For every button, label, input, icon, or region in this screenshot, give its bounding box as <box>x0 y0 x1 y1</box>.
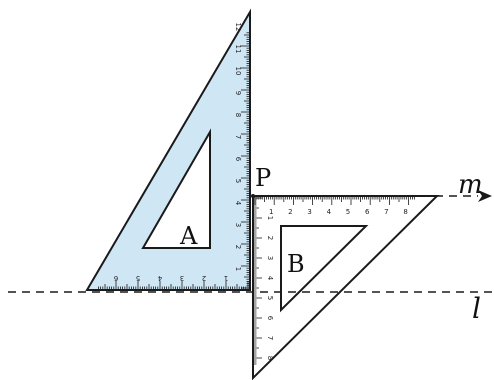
ruler-number: 2 <box>266 236 274 240</box>
point-p <box>251 194 255 198</box>
ruler-number: 9 <box>234 91 242 95</box>
ruler-number: 3 <box>307 208 311 216</box>
label-p: P <box>255 164 271 192</box>
ruler-number: 11 <box>234 45 242 54</box>
triangle-b-cutout <box>280 225 369 313</box>
triangle-a-bottom-ruler-numbers: 1 2 3 4 5 6 <box>113 274 228 282</box>
ruler-number: 5 <box>136 274 140 282</box>
ruler-number: 3 <box>266 256 274 260</box>
ruler-number: 1 <box>224 274 228 282</box>
ruler-number: 1 <box>269 208 273 216</box>
ruler-number: 8 <box>234 113 242 117</box>
triangle-b: 1 2 3 4 5 6 7 8 1 2 3 4 5 6 7 8 <box>252 195 440 380</box>
ruler-number: 8 <box>266 356 274 360</box>
triangle-a-bottom-ruler-ticks <box>98 281 249 290</box>
ruler-number: 5 <box>266 296 274 300</box>
triangle-b-top-ruler-numbers: 1 2 3 4 5 6 7 8 <box>269 208 408 216</box>
ruler-number: 12 <box>234 23 242 32</box>
ruler-number: 2 <box>234 245 242 249</box>
ruler-number: 4 <box>327 208 332 216</box>
label-m: m <box>458 170 483 200</box>
ruler-number: 7 <box>266 336 274 340</box>
ruler-number: 4 <box>266 276 274 281</box>
ruler-number: 1 <box>234 267 242 271</box>
ruler-number: 4 <box>157 274 162 282</box>
ruler-number: 1 <box>266 216 274 220</box>
ruler-number: 6 <box>365 208 370 216</box>
ruler-number: 6 <box>113 274 118 282</box>
line-m <box>253 190 492 202</box>
ruler-number: 6 <box>234 157 242 162</box>
ruler-number: 8 <box>403 208 407 216</box>
ruler-number: 2 <box>288 208 292 216</box>
ruler-number: 3 <box>234 223 242 227</box>
ruler-number: 3 <box>180 274 184 282</box>
ruler-number: 2 <box>202 274 206 282</box>
ruler-number: 7 <box>384 208 388 216</box>
ruler-number: 6 <box>266 316 274 321</box>
label-a: A <box>179 222 198 250</box>
triangle-b-left-ruler-ticks <box>253 197 262 365</box>
triangle-a-cutout <box>141 128 211 249</box>
ruler-number: 5 <box>346 208 350 216</box>
ruler-number: 4 <box>234 201 242 206</box>
triangle-b-left-ruler-numbers: 1 2 3 4 5 6 7 8 <box>266 216 274 360</box>
ruler-number: 5 <box>234 179 242 183</box>
label-l: l <box>472 292 481 325</box>
ruler-number: 10 <box>234 67 242 76</box>
label-b: B <box>287 250 305 278</box>
ruler-number: 7 <box>234 135 242 139</box>
arrow-right-icon <box>478 190 492 202</box>
